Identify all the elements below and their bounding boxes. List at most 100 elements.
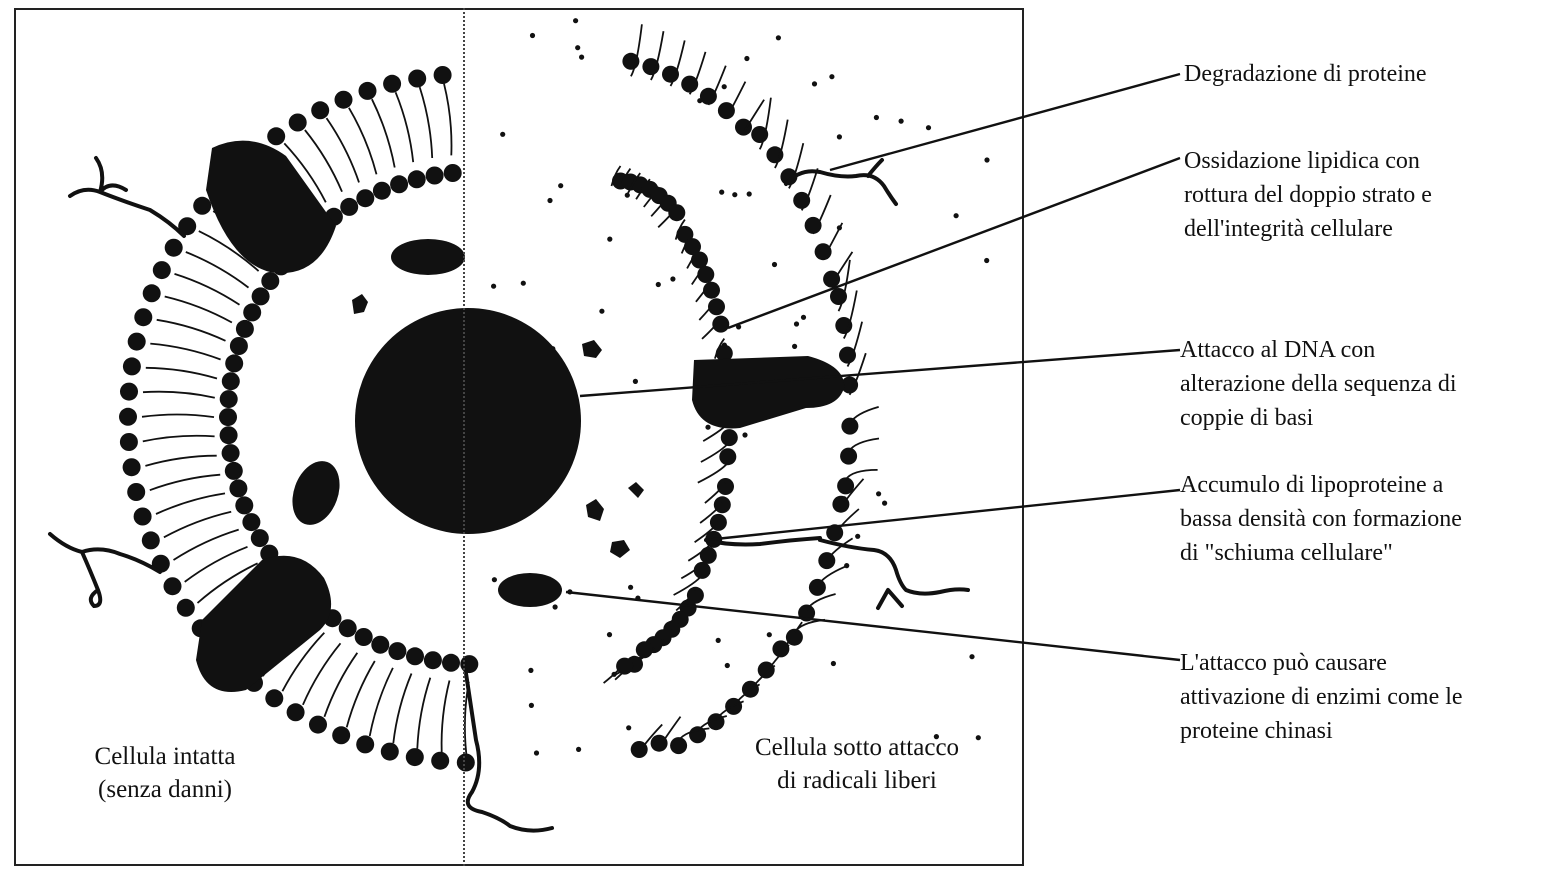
annotation-enzyme-activation: L'attacco può causare attivazione di enz… — [1180, 646, 1540, 748]
radical-dot — [725, 663, 730, 668]
lipid-head-inner — [229, 479, 247, 497]
radical-dot — [742, 432, 747, 437]
lipid-head-outer — [381, 743, 399, 761]
lipid-head-outer — [408, 70, 426, 88]
lipid-head-outer — [193, 197, 211, 215]
receptor-upper-left — [70, 158, 184, 236]
radical-dot — [716, 638, 721, 643]
radical-dot — [772, 262, 777, 267]
lipid-head-outer — [134, 508, 152, 526]
lipid-head-outer-damaged — [805, 217, 822, 234]
radical-dot — [842, 496, 847, 501]
radical-dot — [697, 98, 702, 103]
lipid-tail — [444, 84, 451, 156]
lipid-head-outer — [143, 284, 161, 302]
lipid-head-outer — [335, 91, 353, 109]
lipid-tail — [150, 475, 220, 491]
lipid-head-outer — [359, 82, 377, 100]
lipid-tail-damaged — [846, 470, 878, 480]
lipid-tail — [143, 436, 215, 442]
lipid-head-inner — [340, 198, 358, 216]
membrane-protein-upper — [206, 141, 336, 273]
lipid-tail — [370, 668, 393, 736]
lipid-head-outer — [309, 716, 327, 734]
lipid-head-outer — [120, 383, 138, 401]
lipid-head-inner — [388, 642, 406, 660]
lipid-head-outer — [123, 458, 141, 476]
radical-dot — [899, 119, 904, 124]
radical-dot — [576, 747, 581, 752]
lipid-tail — [142, 414, 214, 417]
lipid-head-inner — [252, 287, 270, 305]
lipid-tail — [164, 512, 231, 538]
lipid-tail-damaged — [726, 82, 745, 118]
lipid-tail-damaged — [813, 195, 831, 234]
lipid-head-inner — [373, 182, 391, 200]
radical-dot — [534, 750, 539, 755]
radical-dot — [633, 379, 638, 384]
radical-dot — [831, 661, 836, 666]
lipid-head-inner — [219, 408, 237, 426]
radical-dot — [491, 284, 496, 289]
pointer-protein-degradation — [830, 74, 1180, 170]
lipid-head-outer — [134, 308, 152, 326]
radical-dot — [767, 632, 772, 637]
lipid-tail — [157, 320, 226, 341]
lipid-tail — [327, 118, 360, 182]
lipid-head-inner-damaged — [717, 478, 734, 495]
lipid-head-outer-damaged — [681, 76, 698, 93]
lipid-head-inner — [220, 426, 238, 444]
annotation-lipid-oxidation: Ossidazione lipidica con rottura del dop… — [1184, 144, 1544, 246]
nucleus — [355, 308, 581, 534]
lipid-tail — [396, 92, 414, 162]
pointer-lines — [566, 74, 1180, 660]
organelle-fragment-2 — [582, 340, 602, 358]
lipid-head-outer — [311, 101, 329, 119]
lipid-head-inner — [424, 651, 442, 669]
radical-dot — [876, 491, 881, 496]
lipid-head-inner — [390, 175, 408, 193]
lipid-head-outer — [431, 752, 449, 770]
lipid-tail — [303, 643, 341, 705]
lipid-head-outer — [142, 531, 160, 549]
lipid-tail-damaged — [690, 52, 706, 94]
lipid-tail — [420, 87, 433, 158]
lipid-head-inner-damaged — [700, 547, 717, 564]
annotation-ldl-accumulation: Accumulo di lipoproteine a bassa densità… — [1180, 468, 1540, 570]
lipid-head-outer — [265, 689, 283, 707]
lipid-tail — [185, 547, 248, 582]
radical-dot — [521, 281, 526, 286]
radical-dot — [792, 344, 797, 349]
lipid-tail — [165, 297, 232, 323]
radical-dot — [705, 425, 710, 430]
lipid-head-outer — [128, 333, 146, 351]
radical-dot — [625, 193, 630, 198]
lipid-head-outer — [127, 483, 145, 501]
radical-dot — [579, 55, 584, 60]
lipid-tail — [156, 493, 225, 514]
lipid-head-inner-damaged — [721, 429, 738, 446]
lipid-tail-damaged — [835, 509, 859, 535]
lipid-tail-damaged — [802, 168, 818, 210]
radical-dot — [954, 213, 959, 218]
lipid-head-inner — [225, 462, 243, 480]
organelle-fragment-3 — [586, 499, 604, 521]
lipid-tail — [393, 674, 411, 744]
radical-dot — [547, 198, 552, 203]
radical-dot — [801, 315, 806, 320]
lipid-head-inner-damaged — [697, 266, 714, 283]
radical-dot — [984, 157, 989, 162]
radical-dot — [926, 125, 931, 130]
lipid-head-inner — [426, 167, 444, 185]
lipid-head-outer-damaged — [841, 418, 858, 435]
radical-dot — [553, 604, 558, 609]
organelle-left — [284, 454, 348, 531]
radical-dot — [628, 585, 633, 590]
radical-dot — [670, 276, 675, 281]
lipid-head-inner — [356, 189, 374, 207]
radical-dot — [500, 132, 505, 137]
radical-dot — [607, 632, 612, 637]
lipid-head-outer — [287, 703, 305, 721]
radical-dot — [812, 81, 817, 86]
lipid-tail — [146, 368, 217, 379]
